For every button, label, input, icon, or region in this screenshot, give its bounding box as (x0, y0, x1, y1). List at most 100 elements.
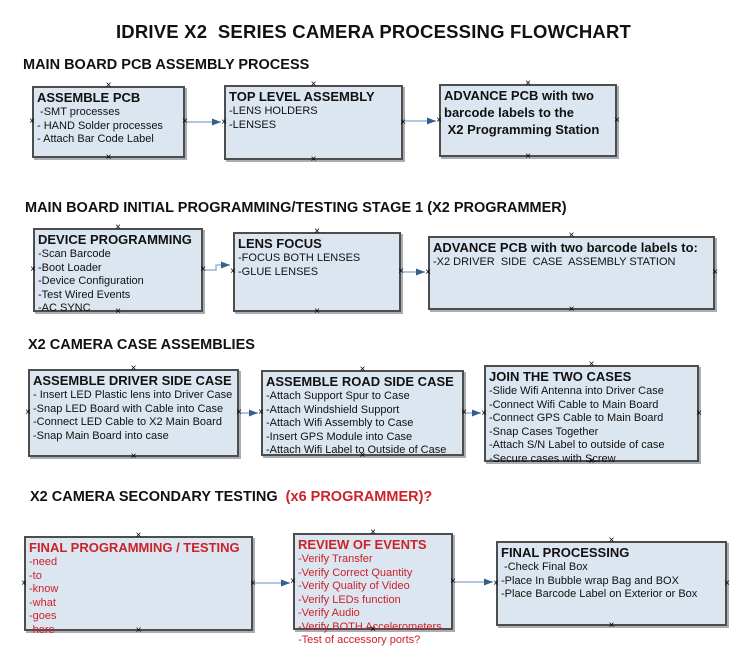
connection-handle-icon: × (359, 364, 366, 375)
box-title: LENS FOCUS (238, 235, 399, 252)
box-item: -Verify LEDs function (298, 593, 401, 606)
box-item: -Scan Barcode (38, 248, 111, 261)
final-programming-testing-box[interactable]: FINAL PROGRAMMING / TESTING-need-to-know… (24, 536, 253, 636)
box-item: -Test of accessory ports? (298, 634, 421, 647)
connection-handle-icon: × (314, 226, 320, 237)
join-the-two-cases-box[interactable]: JOIN THE TWO CASES-Slide Wifi Antenna in… (484, 365, 699, 465)
box-item: -Insert GPS Module into Case (266, 430, 413, 443)
assemble-pcb-box[interactable]: ASSEMBLE PCB -SMT processes- HAND Solder… (32, 86, 185, 158)
box-item: -need (29, 556, 58, 569)
connection-handle-icon: × (359, 450, 366, 461)
box-item: - Attach Bar Code Label (37, 133, 154, 146)
box-title-line: ASSEMBLE ROAD SIDE CASE (266, 374, 454, 389)
x2-camera-secondary-testing-heading: X2 CAMERA SECONDARY TESTING (x6 PROGRAMM… (30, 489, 432, 505)
box-item: -Attach Wifi Label to Outside of Case (266, 444, 447, 457)
connection-handle-icon: × (461, 407, 467, 418)
box-item: -AC SYNC (38, 302, 91, 315)
connection-handle-icon: × (436, 114, 442, 126)
connection-handle-icon: × (724, 577, 730, 589)
connection-handle-icon: × (310, 154, 317, 165)
connection-handle-icon: × (588, 359, 595, 370)
box-item: -here (29, 623, 55, 636)
box-item: -Snap LED Board with Cable into Case (33, 402, 224, 415)
box-item: -Verify Correct Quantity (298, 566, 413, 579)
connection-handle-icon: × (130, 451, 137, 462)
connection-handle-icon: × (608, 620, 615, 631)
device-programming-to-lens-focus-arrow (203, 261, 230, 271)
box-item: -Connect GPS Cable to Main Board (489, 412, 664, 425)
box-title: DEVICE PROGRAMMING (38, 231, 201, 248)
main-board-initial-programming-heading: MAIN BOARD INITIAL PROGRAMMING/TESTING S… (25, 200, 567, 216)
section-heading-text: X2 CAMERA CASE ASSEMBLIES (28, 337, 255, 353)
connection-handle-icon: × (525, 78, 531, 89)
box-title-line: ASSEMBLE PCB (37, 90, 141, 105)
box-item: -Boot Loader (38, 261, 102, 274)
box-title: REVIEW OF EVENTS (298, 536, 451, 553)
connection-handle-icon: × (135, 530, 142, 541)
box-item: -LENSES (229, 118, 277, 131)
box-title: ASSEMBLE PCB (37, 89, 183, 106)
review-of-events-box[interactable]: REVIEW OF EVENTS-Verify Transfer-Verify … (293, 533, 453, 646)
connection-handle-icon: × (450, 575, 456, 587)
box-title: ADVANCE PCB with two barcode labels to th… (444, 87, 615, 138)
box-title: ASSEMBLE ROAD SIDE CASE (266, 373, 462, 390)
top-level-assembly-box[interactable]: TOP LEVEL ASSEMBLY-LENS HOLDERS-LENSES (224, 85, 403, 160)
connection-handle-icon: × (370, 527, 376, 538)
connection-handle-icon: × (105, 80, 112, 91)
box-item: -Verify Transfer (298, 553, 373, 566)
box-item: -SMT processes (37, 106, 120, 119)
assemble-driver-side-case-box[interactable]: ASSEMBLE DRIVER SIDE CASE- Insert LED Pl… (28, 369, 239, 457)
box-title-line: JOIN THE TWO CASES (489, 369, 632, 384)
box-item: -Snap Cases Together (489, 425, 599, 438)
box-item: -Place Barcode Label on Exterior or Box (501, 588, 698, 601)
connection-handle-icon: × (21, 577, 27, 589)
connection-handle-icon: × (568, 230, 575, 241)
connection-handle-icon: × (30, 264, 36, 275)
box-item: -Attach Support Spur to Case (266, 390, 410, 403)
connection-handle-icon: × (221, 116, 227, 128)
box-item: -Attach S/N Label to outside of case (489, 439, 665, 452)
box-item: -Place In Bubble wrap Bag and BOX (501, 574, 679, 587)
page-title: IDRIVE X2 SERIES CAMERA PROCESSING FLOWC… (115, 21, 632, 42)
connection-handle-icon: × (696, 407, 702, 419)
connection-handle-icon: × (130, 363, 137, 374)
box-item: - HAND Solder processes (37, 119, 163, 132)
section-heading-text: X2 CAMERA SECONDARY TESTING (30, 489, 286, 505)
box-item: -LENS HOLDERS (229, 105, 318, 118)
advance-pcb-to-driver-side-station-box[interactable]: ADVANCE PCB with two barcode labels to:-… (428, 236, 715, 310)
box-title-line: ADVANCE PCB with two (444, 88, 594, 103)
connection-handle-icon: × (481, 407, 487, 419)
connection-handle-icon: × (250, 577, 256, 589)
connection-handle-icon: × (425, 267, 431, 278)
box-item: -Connect Wifi Cable to Main Board (489, 398, 659, 411)
box-item: -Slide Wifi Antenna into Driver Case (489, 385, 664, 398)
box-title: ASSEMBLE DRIVER SIDE CASE (33, 372, 237, 389)
box-item: -Attach Windshield Support (266, 403, 400, 416)
device-programming-box[interactable]: DEVICE PROGRAMMING-Scan Barcode-Boot Loa… (33, 228, 203, 314)
box-title-line: TOP LEVEL ASSEMBLY (229, 89, 375, 104)
box-item: -Secure cases with Screw (489, 452, 616, 465)
connection-handle-icon: × (525, 151, 531, 162)
box-title-line: DEVICE PROGRAMMING (38, 232, 192, 247)
main-board-pcb-assembly-heading: MAIN BOARD PCB ASSEMBLY PROCESS (23, 57, 309, 73)
section-heading-text: MAIN BOARD PCB ASSEMBLY PROCESS (23, 57, 310, 73)
connection-handle-icon: × (493, 577, 499, 589)
box-title-line: barcode labels to the (444, 105, 575, 121)
box-item: -Connect LED Cable to X2 Main Board (33, 416, 222, 429)
box-item: -Snap Main Board into case (33, 429, 169, 442)
final-processing-box[interactable]: FINAL PROCESSING -Check Final Box-Place … (496, 541, 727, 626)
connection-handle-icon: × (588, 456, 595, 467)
connection-handle-icon: × (290, 575, 296, 587)
advance-pcb-to-programming-station-box[interactable]: ADVANCE PCB with two barcode labels to th… (439, 84, 617, 157)
box-item: -Attach Wifi Assembly to Case (266, 417, 414, 430)
connection-handle-icon: × (310, 79, 317, 90)
box-item: -to (29, 569, 42, 582)
box-item: -Check Final Box (501, 561, 588, 574)
assemble-road-side-case-box[interactable]: ASSEMBLE ROAD SIDE CASE-Attach Support S… (261, 370, 464, 456)
connection-handle-icon: × (115, 222, 121, 233)
connection-handle-icon: × (105, 152, 112, 163)
box-item: -GLUE LENSES (238, 265, 319, 278)
box-item: -Device Configuration (38, 275, 144, 288)
lens-focus-box[interactable]: LENS FOCUS-FOCUS BOTH LENSES-GLUE LENSES (233, 232, 401, 312)
